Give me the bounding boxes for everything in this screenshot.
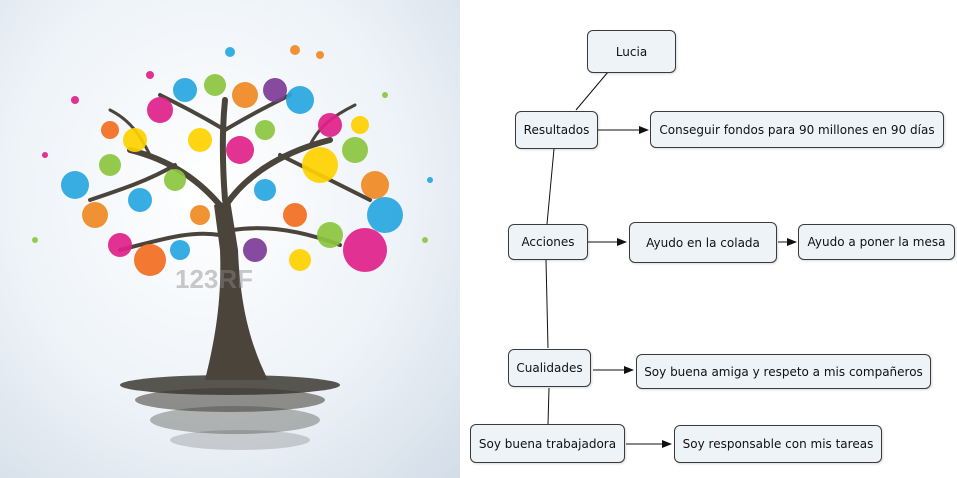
- node-resultados[interactable]: Resultados: [515, 111, 598, 149]
- tree-bubbles: [32, 45, 433, 276]
- node-buena-trabajadora[interactable]: Soy buena trabajadora: [470, 424, 625, 463]
- watermark: 123RF: [175, 264, 253, 294]
- link-lucia-resultados: [575, 71, 609, 111]
- node-buena-amiga[interactable]: Soy buena amiga y respeto a mis compañer…: [636, 354, 931, 389]
- concept-map-links: [545, 71, 797, 448]
- tree-roots: [120, 375, 340, 450]
- node-ayudo-colada[interactable]: Ayudo en la colada: [629, 222, 777, 263]
- node-conseguir-fondos[interactable]: Conseguir fondos para 90 millones en 90 …: [650, 111, 944, 148]
- link-resultados-acciones: [546, 148, 555, 225]
- tree-image: 123RF: [32, 45, 433, 450]
- node-acciones[interactable]: Acciones: [508, 224, 588, 260]
- tree-trunk: [205, 200, 268, 380]
- link-cualidades-trabajadora: [547, 387, 550, 425]
- node-lucia[interactable]: Lucia: [587, 30, 676, 73]
- link-acciones-cualidades: [545, 259, 549, 349]
- node-cualidades[interactable]: Cualidades: [508, 349, 591, 387]
- tree-illustration: 123RF: [0, 0, 460, 478]
- concept-map: Lucia Resultados Conseguir fondos para 9…: [460, 0, 957, 478]
- node-responsable[interactable]: Soy responsable con mis tareas: [674, 425, 882, 463]
- node-ayudo-mesa[interactable]: Ayudo a poner la mesa: [798, 224, 955, 260]
